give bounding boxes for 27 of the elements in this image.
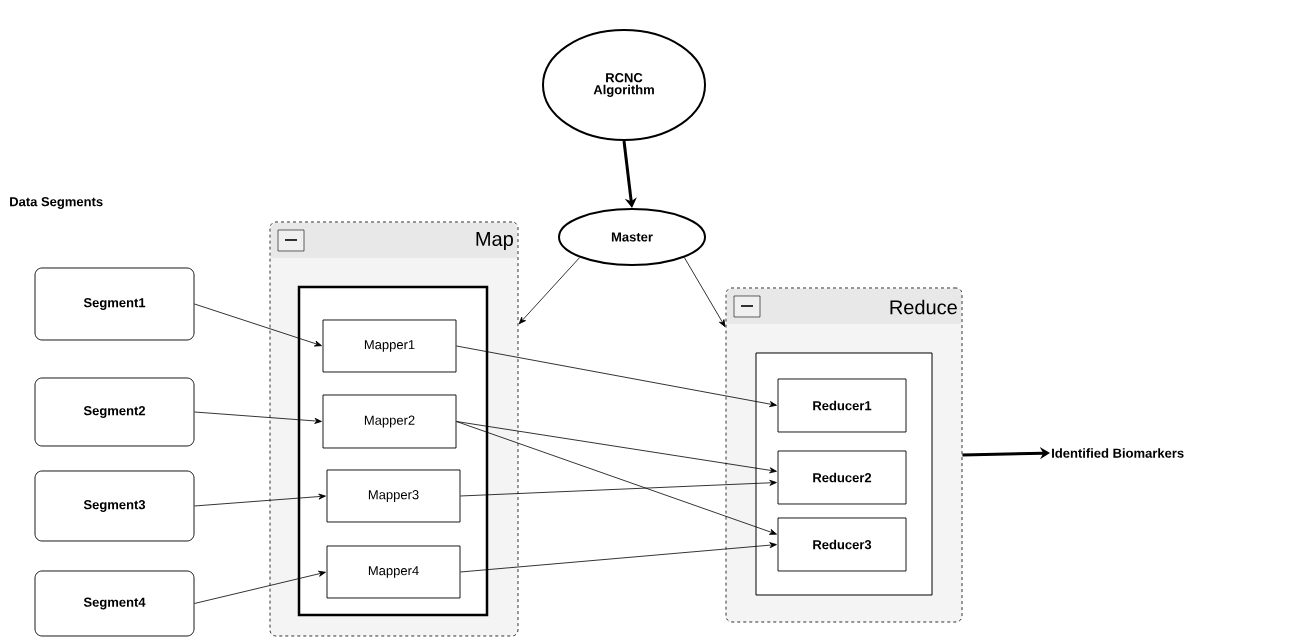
arrow [683,257,726,328]
process-box: Mapper3 [326,469,461,523]
arrow [622,140,637,208]
segment-box: Segment2 [34,377,195,447]
process-box: Mapper1 [322,319,457,373]
arrow [518,257,581,325]
arrow [194,411,322,424]
process-box: Reducer2 [777,450,907,505]
process-box: Reducer3 [777,517,907,572]
process-box: Mapper4 [326,545,461,599]
arrow [194,303,322,347]
arrow [456,421,777,535]
arrow [460,542,777,573]
arrow [456,421,777,474]
arrow [194,493,326,507]
ellipse-node: Master [558,208,706,266]
output-label: Identified Biomarkers [1052,448,1184,458]
arrow [194,570,326,604]
segment-box: Segment3 [34,470,195,542]
process-box: Mapper2 [322,394,457,449]
segment-box: Segment1 [34,267,195,341]
section-heading: Data Segments [10,197,103,209]
process-box: Reducer1 [777,378,907,433]
segment-box: Segment4 [34,570,195,637]
arrow [456,345,777,408]
arrow [460,479,777,497]
ellipse-node: RCNC Algorithm [542,29,706,141]
